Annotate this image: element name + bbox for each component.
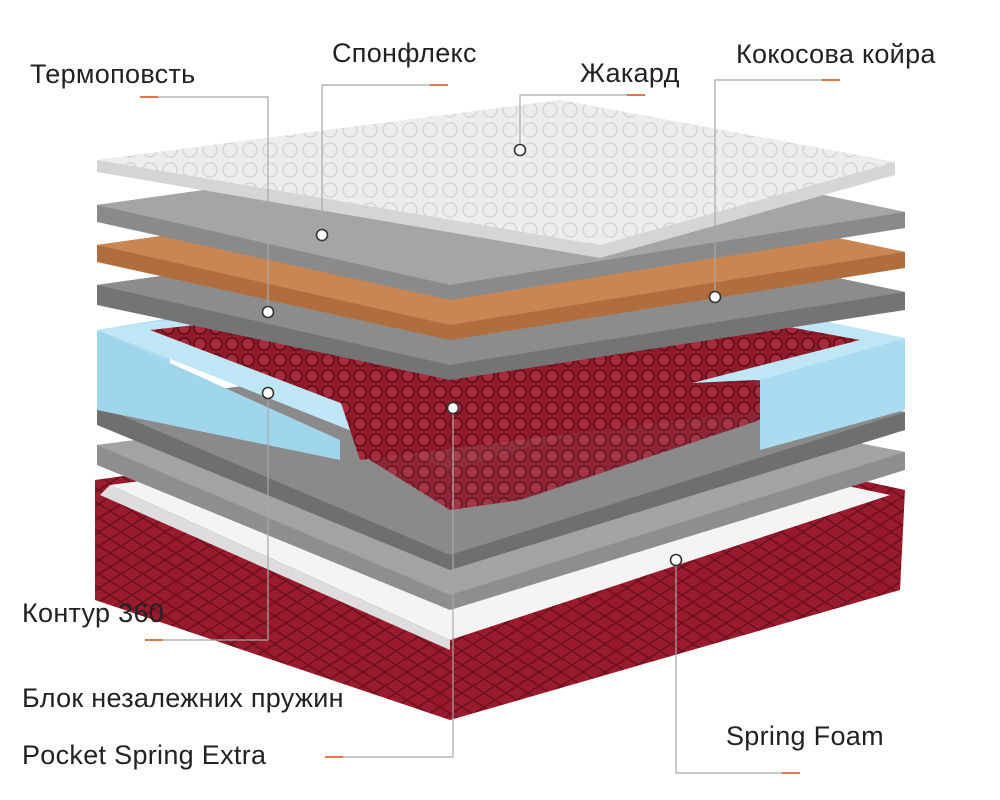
label-spring-block: Блок незалежних пружин (22, 683, 344, 713)
label-jacquard: Жакард (580, 58, 680, 88)
marker-contour[interactable] (261, 386, 275, 400)
leader-jacquard (519, 94, 645, 150)
marker-jacquard[interactable] (513, 143, 527, 157)
leader-spring-foam (675, 560, 800, 774)
label-spunflex: Спонфлекс (332, 38, 477, 68)
leader-pocket-spring (325, 408, 454, 758)
leader-contour (145, 393, 269, 641)
leader-spunflex (321, 84, 448, 235)
label-thermo-felt: Термоповсть (30, 59, 196, 89)
layer-markers (261, 143, 722, 567)
layer-jacquard (97, 100, 895, 258)
marker-spunflex[interactable] (315, 228, 329, 242)
leader-thermo-felt (140, 96, 269, 312)
labels: Термоповсть Спонфлекс Жакард Кокосова ко… (22, 38, 936, 770)
leader-coconut (714, 79, 840, 297)
marker-thermo-felt[interactable] (261, 305, 275, 319)
label-pocket-spring: Pocket Spring Extra (22, 740, 267, 770)
label-spring-foam: Spring Foam (726, 721, 884, 751)
marker-coconut[interactable] (708, 290, 722, 304)
marker-spring-foam[interactable] (669, 553, 683, 567)
label-contour-360: Контур 360 (22, 598, 164, 628)
marker-pocket-spring[interactable] (446, 401, 460, 415)
leader-lines (140, 79, 840, 774)
label-coconut-coir: Кокосова койра (736, 39, 936, 69)
